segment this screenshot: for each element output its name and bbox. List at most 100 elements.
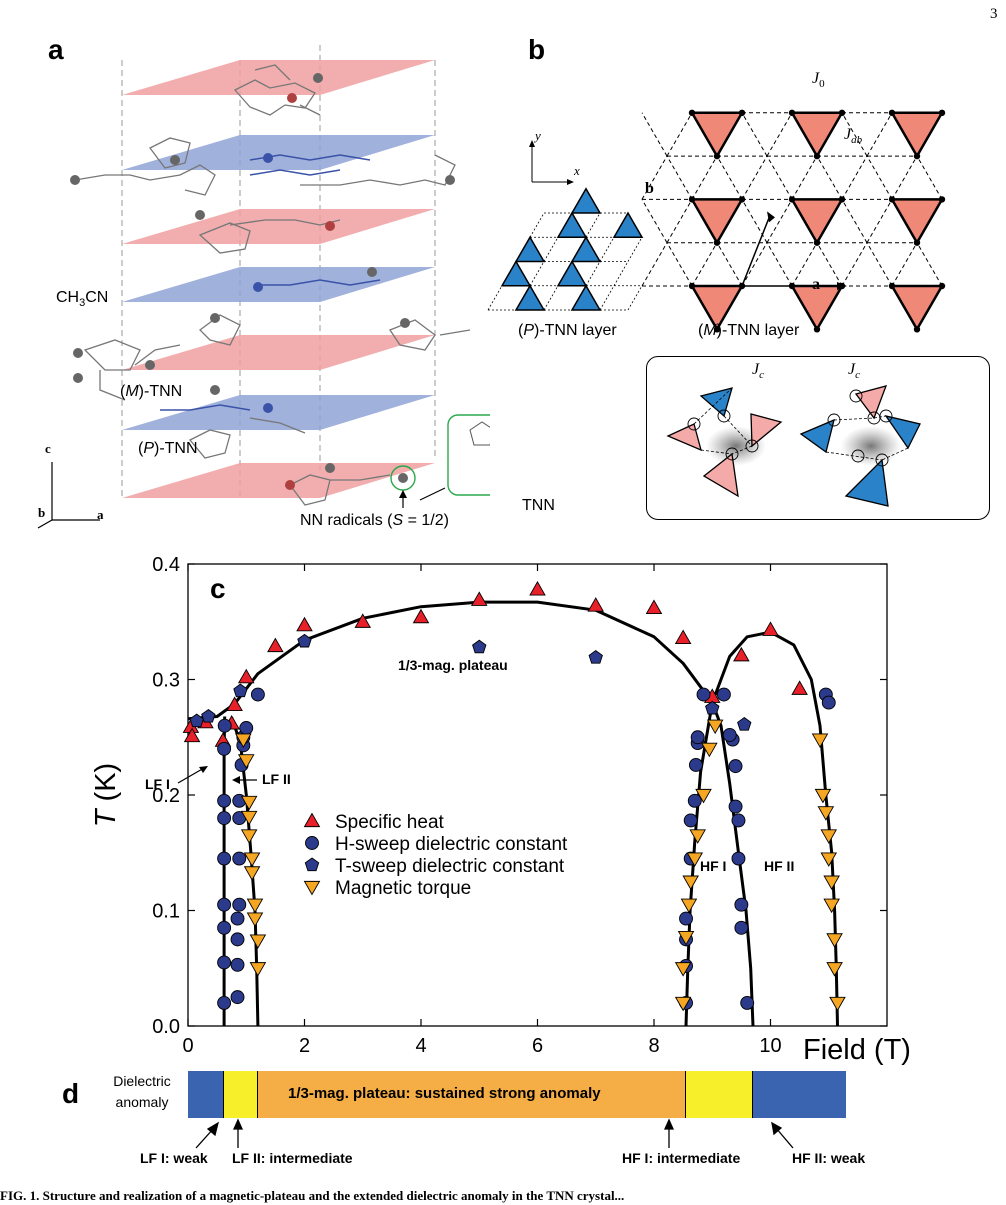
- y-tick-label: 0.3: [152, 670, 180, 692]
- data-point: [687, 793, 702, 808]
- data-point: [235, 733, 252, 748]
- m-triangle: [890, 284, 944, 331]
- p-molecules: [160, 154, 381, 411]
- figure-caption: FIG. 1. Structure and realization of a m…: [0, 1188, 625, 1203]
- bar-callout-arrows: [195, 1118, 794, 1149]
- data-point: [588, 650, 603, 664]
- lattice-site: [838, 196, 846, 203]
- data-point: [728, 759, 743, 774]
- callout-hf1: HF I: intermediate: [622, 1150, 741, 1166]
- data-point: [696, 687, 711, 702]
- panel-d-letter: d: [62, 1078, 80, 1109]
- lattice-site: [688, 196, 696, 203]
- x-axis-head: [567, 179, 574, 185]
- vector-a-head: [837, 282, 847, 290]
- legend-marker: [304, 857, 320, 872]
- lattice-site: [688, 282, 696, 290]
- region-label: 1/3-mag. plateau: [398, 657, 508, 673]
- lf2-arrow-head: [232, 776, 240, 784]
- data-point: [354, 613, 372, 628]
- data-point: [791, 680, 808, 695]
- data-point: [705, 700, 720, 715]
- data-point: [645, 599, 663, 614]
- lf1-arrow-head: [199, 766, 208, 773]
- nn-radicals-label: NN radicals (S = 1/2): [300, 512, 449, 529]
- nn-group-highlight: [447, 414, 490, 496]
- m-layer-label: (M)-TNN layer: [698, 322, 800, 339]
- data-point: [737, 716, 752, 731]
- x-tick-label: 2: [299, 1035, 310, 1057]
- lattice-site: [888, 282, 896, 290]
- axis-c-label: c: [45, 441, 51, 456]
- axes-abc: [37, 462, 100, 529]
- legend-marker: [305, 836, 319, 850]
- m-triangle: [890, 198, 944, 244]
- p-triangle: [556, 260, 588, 287]
- axis-a-label: a: [97, 507, 104, 522]
- m-layer: [122, 60, 435, 95]
- data-point: [686, 852, 704, 867]
- panel-a-letter: a: [48, 34, 64, 65]
- legend-entry: Specific heat: [335, 812, 445, 833]
- data-point: [249, 962, 267, 977]
- bar-segment: [753, 1071, 847, 1118]
- m-triangle: [690, 198, 744, 244]
- p-layer: [122, 395, 435, 430]
- data-point: [240, 810, 258, 826]
- data-point: [201, 708, 216, 723]
- jc-right-label: Jc: [848, 361, 860, 382]
- p-triangle: [514, 235, 546, 263]
- data-point: [233, 683, 248, 698]
- data-point: [472, 639, 487, 654]
- data-point: [734, 897, 749, 912]
- p-triangle: [570, 284, 602, 311]
- p-triangle: [500, 260, 532, 287]
- y-tick-label: 0.1: [152, 901, 180, 923]
- legend-entry: T-sweep dielectric constant: [335, 856, 565, 877]
- data-point: [731, 813, 746, 828]
- series-3: [235, 719, 846, 1012]
- lattice-site: [713, 152, 721, 160]
- p-triangle: [612, 211, 644, 239]
- m-triangle: [790, 111, 844, 158]
- lattice-site: [738, 109, 746, 117]
- layers: [122, 60, 435, 498]
- data-point: [682, 875, 699, 891]
- m-layer: [122, 335, 435, 370]
- legend-entry: H-sweep dielectric constant: [335, 834, 568, 855]
- m-layer: [122, 463, 435, 498]
- data-point: [728, 799, 743, 814]
- vector-b: [741, 215, 771, 287]
- data-point: [250, 687, 265, 702]
- region-label: LF I: [145, 776, 170, 792]
- lattice-site: [713, 239, 721, 246]
- panel-c-letter: c: [210, 573, 226, 604]
- callout-lf1: LF I: weak: [140, 1150, 208, 1166]
- data-point: [679, 911, 693, 926]
- p-triangle: [556, 211, 588, 239]
- data-point: [217, 741, 232, 756]
- tnn-molecule: [469, 421, 490, 446]
- x-tick-label: 10: [759, 1035, 781, 1057]
- data-point: [230, 990, 245, 1005]
- data-point: [817, 806, 835, 821]
- lattice-site: [788, 109, 796, 117]
- region-label: HF I: [700, 858, 726, 874]
- data-point: [217, 920, 232, 935]
- lattice-site: [938, 196, 946, 203]
- tnn-label: TNN: [522, 497, 555, 514]
- data-point: [183, 727, 201, 743]
- axis-x-label: x: [574, 163, 580, 178]
- data-point: [243, 852, 261, 867]
- nn-radicals: [70, 73, 455, 490]
- jc-inset: [646, 356, 990, 520]
- data-point: [189, 713, 204, 728]
- lattice-site: [913, 239, 921, 246]
- lattice-site: [838, 109, 846, 117]
- m-tnn-label: (M)-TNN: [120, 383, 183, 400]
- m-triangle: [690, 284, 744, 331]
- data-point: [701, 742, 718, 758]
- data-point: [680, 898, 698, 914]
- p-tnn-label: (P)-TNN: [138, 440, 198, 457]
